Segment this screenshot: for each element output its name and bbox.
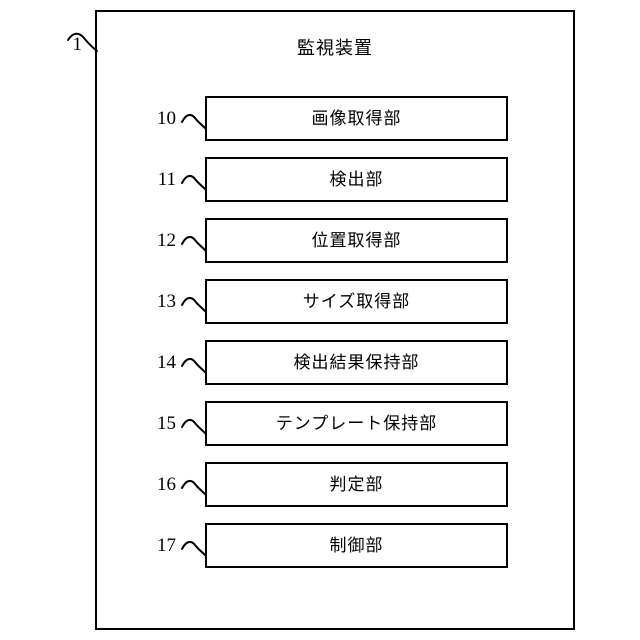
- unit-box-16[interactable]: 判定部: [205, 462, 508, 507]
- unit-box-11[interactable]: 検出部: [205, 157, 508, 202]
- unit-label-10: 画像取得部: [311, 108, 402, 129]
- unit-box-13[interactable]: サイズ取得部: [205, 279, 508, 324]
- reference-numeral-1: 1: [72, 34, 83, 55]
- reference-numeral-14: 14: [157, 351, 176, 373]
- reference-numeral-17: 17: [157, 534, 176, 556]
- reference-numeral-12: 12: [157, 229, 176, 251]
- unit-label-17: 制御部: [329, 535, 384, 556]
- unit-label-11: 検出部: [329, 169, 384, 190]
- unit-box-15[interactable]: テンプレート保持部: [205, 401, 508, 446]
- unit-label-12: 位置取得部: [311, 230, 402, 251]
- unit-label-16: 判定部: [329, 474, 384, 495]
- reference-numeral-16: 16: [157, 473, 176, 495]
- unit-label-14: 検出結果保持部: [293, 352, 420, 373]
- reference-numeral-13: 13: [157, 290, 176, 312]
- unit-box-12[interactable]: 位置取得部: [205, 218, 508, 263]
- reference-numeral-10: 10: [157, 107, 176, 129]
- device-title: 監視装置: [297, 38, 373, 59]
- unit-box-10[interactable]: 画像取得部: [205, 96, 508, 141]
- unit-label-15: テンプレート保持部: [275, 413, 438, 434]
- unit-box-17[interactable]: 制御部: [205, 523, 508, 568]
- unit-box-14[interactable]: 検出結果保持部: [205, 340, 508, 385]
- unit-label-13: サイズ取得部: [302, 291, 411, 312]
- reference-numeral-15: 15: [157, 412, 176, 434]
- reference-numeral-11: 11: [157, 168, 176, 190]
